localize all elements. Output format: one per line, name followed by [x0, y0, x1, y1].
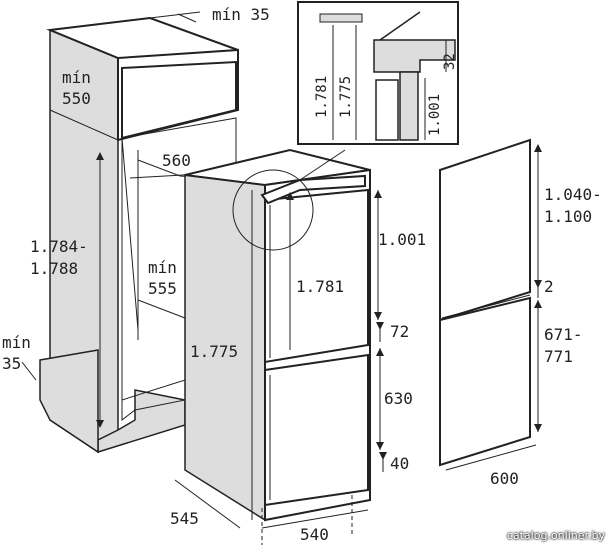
dim-630: 630 [376, 348, 413, 450]
dim-540: 540 [261, 495, 369, 545]
label-min35-side-a: mín [2, 333, 31, 352]
label-545: 545 [170, 509, 199, 528]
label-detail-1775: 1.775 [338, 76, 354, 118]
label-1040-b: 1.100 [544, 207, 592, 226]
dim-671: 671- 771 [534, 300, 583, 432]
label-detail-1781: 1.781 [314, 76, 330, 118]
dim-1001: 1.001 [374, 190, 426, 320]
dim-min35-top: mín 35 [149, 5, 270, 24]
label-detail-32: 32 [442, 53, 458, 70]
dim-600: 600 [445, 444, 537, 488]
dim-min550: mín 550 [49, 68, 119, 141]
label-min550-a: mín [62, 68, 91, 87]
label-min555-a: mín [148, 258, 177, 277]
dim-72: 72 [376, 322, 409, 342]
dim-1784: 1.784- 1.788 [30, 152, 104, 428]
dim-545: 545 [170, 479, 241, 529]
label-540: 540 [300, 525, 329, 544]
door-panels [439, 138, 531, 467]
dim-min555: mín 555 [137, 258, 186, 319]
dim-2: 2 [537, 277, 554, 298]
label-1784-a: 1.784- [30, 237, 88, 256]
label-1781: 1.781 [296, 277, 344, 296]
label-2: 2 [544, 277, 554, 296]
refrigerator [184, 148, 371, 522]
cabinet-niche [39, 16, 239, 454]
dim-1775: 1.775 [190, 190, 253, 520]
label-72: 72 [390, 322, 409, 341]
label-671-b: 771 [544, 347, 573, 366]
label-min35-top: mín 35 [212, 5, 270, 24]
label-560: 560 [162, 151, 191, 170]
label-600: 600 [490, 469, 519, 488]
label-min550-b: 550 [62, 89, 91, 108]
dim-min35-side: mín 35 [2, 333, 37, 381]
label-1775: 1.775 [190, 342, 238, 361]
label-1040-a: 1.040- [544, 185, 602, 204]
dim-1040: 1.040- 1.100 [534, 144, 602, 288]
label-detail-1001: 1.001 [427, 94, 443, 136]
dim-40: 40 [379, 452, 409, 473]
detail-inset: 1.781 1.775 1.001 32 [297, 1, 459, 145]
dim-1781: 1.781 [286, 192, 344, 350]
label-630: 630 [384, 389, 413, 408]
label-1001: 1.001 [378, 230, 426, 249]
label-min35-side-b: 35 [2, 354, 21, 373]
watermark: catalog.onliner.by [506, 529, 605, 542]
label-671-a: 671- [544, 325, 583, 344]
label-min555-b: 555 [148, 279, 177, 298]
label-40: 40 [390, 454, 409, 473]
detail-circle [232, 169, 314, 251]
label-1784-b: 1.788 [30, 259, 78, 278]
